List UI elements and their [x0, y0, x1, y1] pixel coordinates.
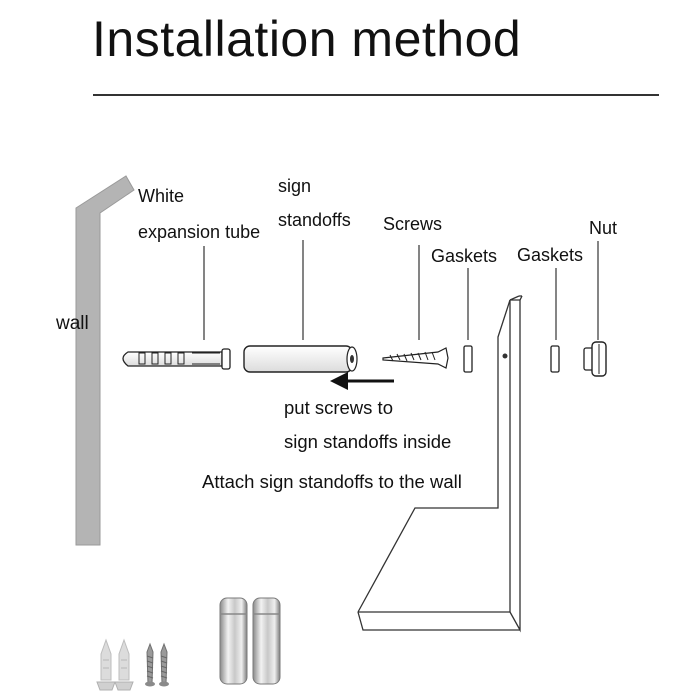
label-white: White: [138, 186, 185, 206]
nut-cap-part: [583, 341, 607, 377]
leader-lines: [203, 240, 599, 340]
title-divider: [93, 94, 659, 96]
instruction-step1-line1: put screws to: [284, 397, 393, 418]
gasket-right-part: [550, 345, 560, 373]
photo-expansion-plugs: [96, 638, 134, 691]
expansion-tube-part: [122, 348, 231, 370]
standoff-barrel-part: [243, 345, 358, 373]
photo-screws: [145, 642, 169, 687]
label-nut: Nut: [589, 218, 618, 238]
label-screws: Screws: [383, 214, 443, 234]
label-expansion-tube: expansion tube: [138, 222, 261, 242]
label-sign: sign: [278, 176, 312, 196]
label-gaskets-right: Gaskets: [517, 245, 584, 265]
direction-arrow-icon: [330, 372, 394, 390]
screw-part: [382, 347, 449, 369]
page-title: Installation method: [92, 11, 522, 67]
label-wall: wall: [56, 313, 89, 334]
wall-shape: [75, 175, 135, 546]
instruction-step2: Attach sign standoffs to the wall: [202, 471, 462, 492]
photo-standoffs: [219, 597, 281, 685]
label-gaskets-left: Gaskets: [431, 246, 498, 266]
gasket-left-part: [463, 345, 473, 373]
instruction-step1-line2: sign standoffs inside: [284, 431, 452, 452]
label-standoffs: standoffs: [278, 210, 351, 230]
sign-panel-shape: [357, 295, 523, 633]
panel-hole: [502, 353, 508, 359]
